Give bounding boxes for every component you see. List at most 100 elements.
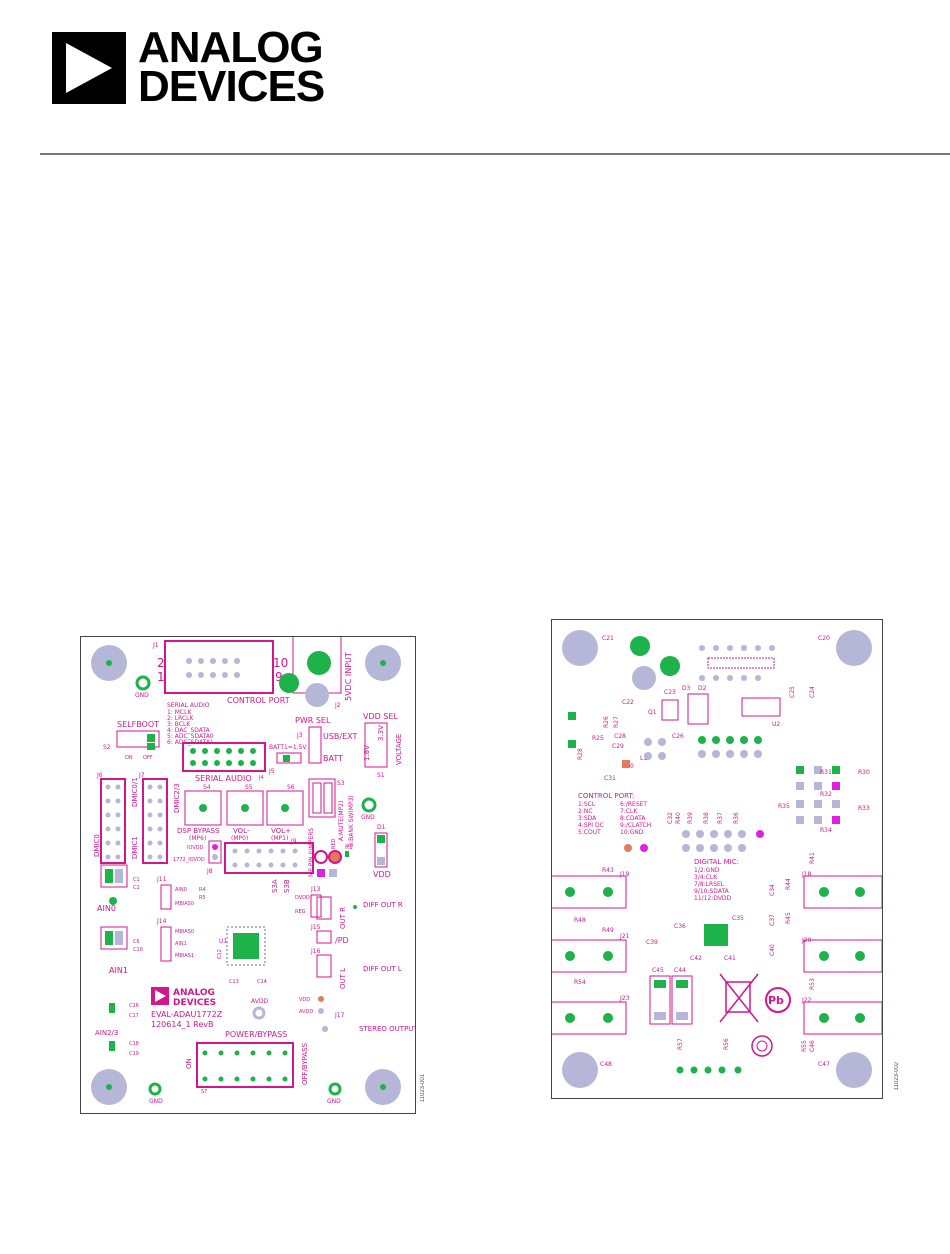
bbank-label: B:BANK SW(MP3) — [348, 795, 355, 847]
jack-pad — [819, 887, 829, 897]
board-top-silkscreen: J1 2 1 10 9 CONTROL PORT 5VDC INPUT J2 G… — [80, 636, 416, 1114]
mounting-hole — [562, 630, 598, 666]
cp-line: 6:/RESET — [620, 801, 647, 808]
c26-label: C26 — [672, 733, 684, 740]
j13-label: J13 — [310, 886, 321, 893]
switch-actuator — [323, 782, 333, 814]
j20-jack — [803, 939, 882, 973]
c19-label: C19 — [129, 1051, 139, 1057]
l1-label: L1 — [640, 755, 647, 762]
pin10-label: 10 — [273, 656, 288, 670]
j15-label: J15 — [310, 924, 321, 931]
c41-label: C41 — [724, 955, 736, 962]
dmic-pins — [105, 784, 163, 860]
dsp-bypass-label: DSP BYPASS — [177, 827, 220, 835]
pd-header — [316, 930, 332, 944]
dmic0-label: DMIC0 — [93, 834, 101, 857]
c18-label: C18 — [129, 1041, 139, 1047]
mbias0-label-2: MBIAS0 — [175, 929, 194, 935]
mounting-hole — [91, 645, 127, 681]
c12-label: C12 — [217, 949, 223, 959]
r55-label: R55 — [801, 1040, 808, 1052]
r56-label: R56 — [723, 1038, 730, 1050]
r37-label: R37 — [717, 812, 724, 824]
avdd-label: AVDD — [251, 998, 268, 1005]
off-label: OFF — [143, 755, 153, 761]
ain23-pad — [109, 1041, 115, 1051]
d1-outline — [374, 832, 388, 868]
vdd-label: VDD — [373, 870, 391, 879]
j9-label: J9 — [290, 838, 297, 845]
selfboot-switch — [116, 730, 160, 748]
jack-pad — [565, 951, 575, 961]
cp-line: 10:GND — [620, 829, 644, 836]
j19-label: J19 — [619, 871, 630, 878]
r38-label: R38 — [703, 812, 710, 824]
q1-label: Q1 — [648, 709, 657, 716]
header-pin — [318, 1008, 324, 1014]
gnd-label: GND — [149, 1098, 163, 1105]
u1-label: U1 — [219, 938, 227, 945]
j20-label: J20 — [801, 937, 812, 944]
c28-label: C28 — [614, 733, 626, 740]
digital-mic-title: DIGITAL MIC: — [694, 858, 739, 866]
header-pin — [212, 844, 218, 850]
r26-label: R26 — [603, 716, 610, 728]
ain1-label: AIN1 — [175, 941, 187, 947]
j21-label: J21 — [619, 933, 630, 940]
c37-label: C37 — [769, 914, 776, 926]
r4-label: R4 — [199, 887, 206, 893]
r53-label: R53 — [809, 978, 816, 990]
batt-terminal — [276, 752, 302, 764]
s4-label: S4 — [203, 784, 211, 791]
gnd-test-point — [135, 675, 151, 691]
c13-label: C13 — [229, 979, 239, 985]
j6-label: J6 — [96, 772, 103, 779]
jack-pad — [565, 1013, 575, 1023]
dmic01-header — [100, 778, 126, 864]
cap-pad — [676, 1012, 688, 1020]
c29-label: C29 — [612, 743, 624, 750]
weee-bin-icon — [719, 973, 759, 1023]
on-label: ON — [125, 755, 133, 761]
mp1-label: (MP1) — [271, 835, 288, 842]
vdd2-label: VDD — [299, 997, 310, 1003]
pin2-label: 2 — [157, 656, 165, 670]
jack-pad — [660, 656, 680, 676]
q1-outline — [661, 699, 679, 721]
serial-audio-legend-title: SERIAL AUDIO — [167, 702, 210, 709]
c48-label: C48 — [600, 1061, 612, 1068]
j22-jack — [803, 1001, 882, 1035]
c10-label: C10 — [133, 947, 143, 953]
ain0-big-label: AIN0 — [97, 904, 116, 913]
mp0-label: (MP0) — [231, 835, 248, 842]
header-pins — [698, 750, 762, 758]
iovdd-header — [208, 840, 222, 864]
dc-input-label: 5VDC INPUT — [344, 652, 353, 701]
pad — [568, 712, 576, 720]
r33-label: R33 — [858, 805, 870, 812]
mounting-hole — [836, 1052, 872, 1088]
r32-label: R32 — [820, 791, 832, 798]
gnd-test-point — [328, 1082, 342, 1096]
ain0-jack — [100, 864, 128, 888]
c40-label: C40 — [769, 944, 776, 956]
control-port-pins — [186, 658, 240, 678]
bottom-pads — [676, 1066, 742, 1074]
header-pins — [698, 736, 762, 744]
r48-label: R48 — [574, 917, 586, 924]
pad — [568, 740, 576, 748]
gnd-test-point — [361, 797, 377, 813]
switch-pad — [147, 743, 155, 750]
mp6-label: (MP6) — [189, 835, 206, 842]
figure-code: 11023-002 — [894, 1062, 900, 1091]
v33-label: 3.3V — [377, 725, 385, 741]
mbias1-label: MBIAS1 — [175, 953, 194, 959]
s3b-label: S3B — [283, 879, 291, 893]
mounting-hole — [91, 1069, 127, 1105]
r31-label: R31 — [820, 769, 832, 776]
pd-label: /PD — [335, 936, 349, 945]
dvdd-header — [310, 894, 322, 918]
usb-ext-label: USB/EXT — [323, 732, 358, 741]
vol-minus-label: VOL- — [233, 827, 250, 835]
